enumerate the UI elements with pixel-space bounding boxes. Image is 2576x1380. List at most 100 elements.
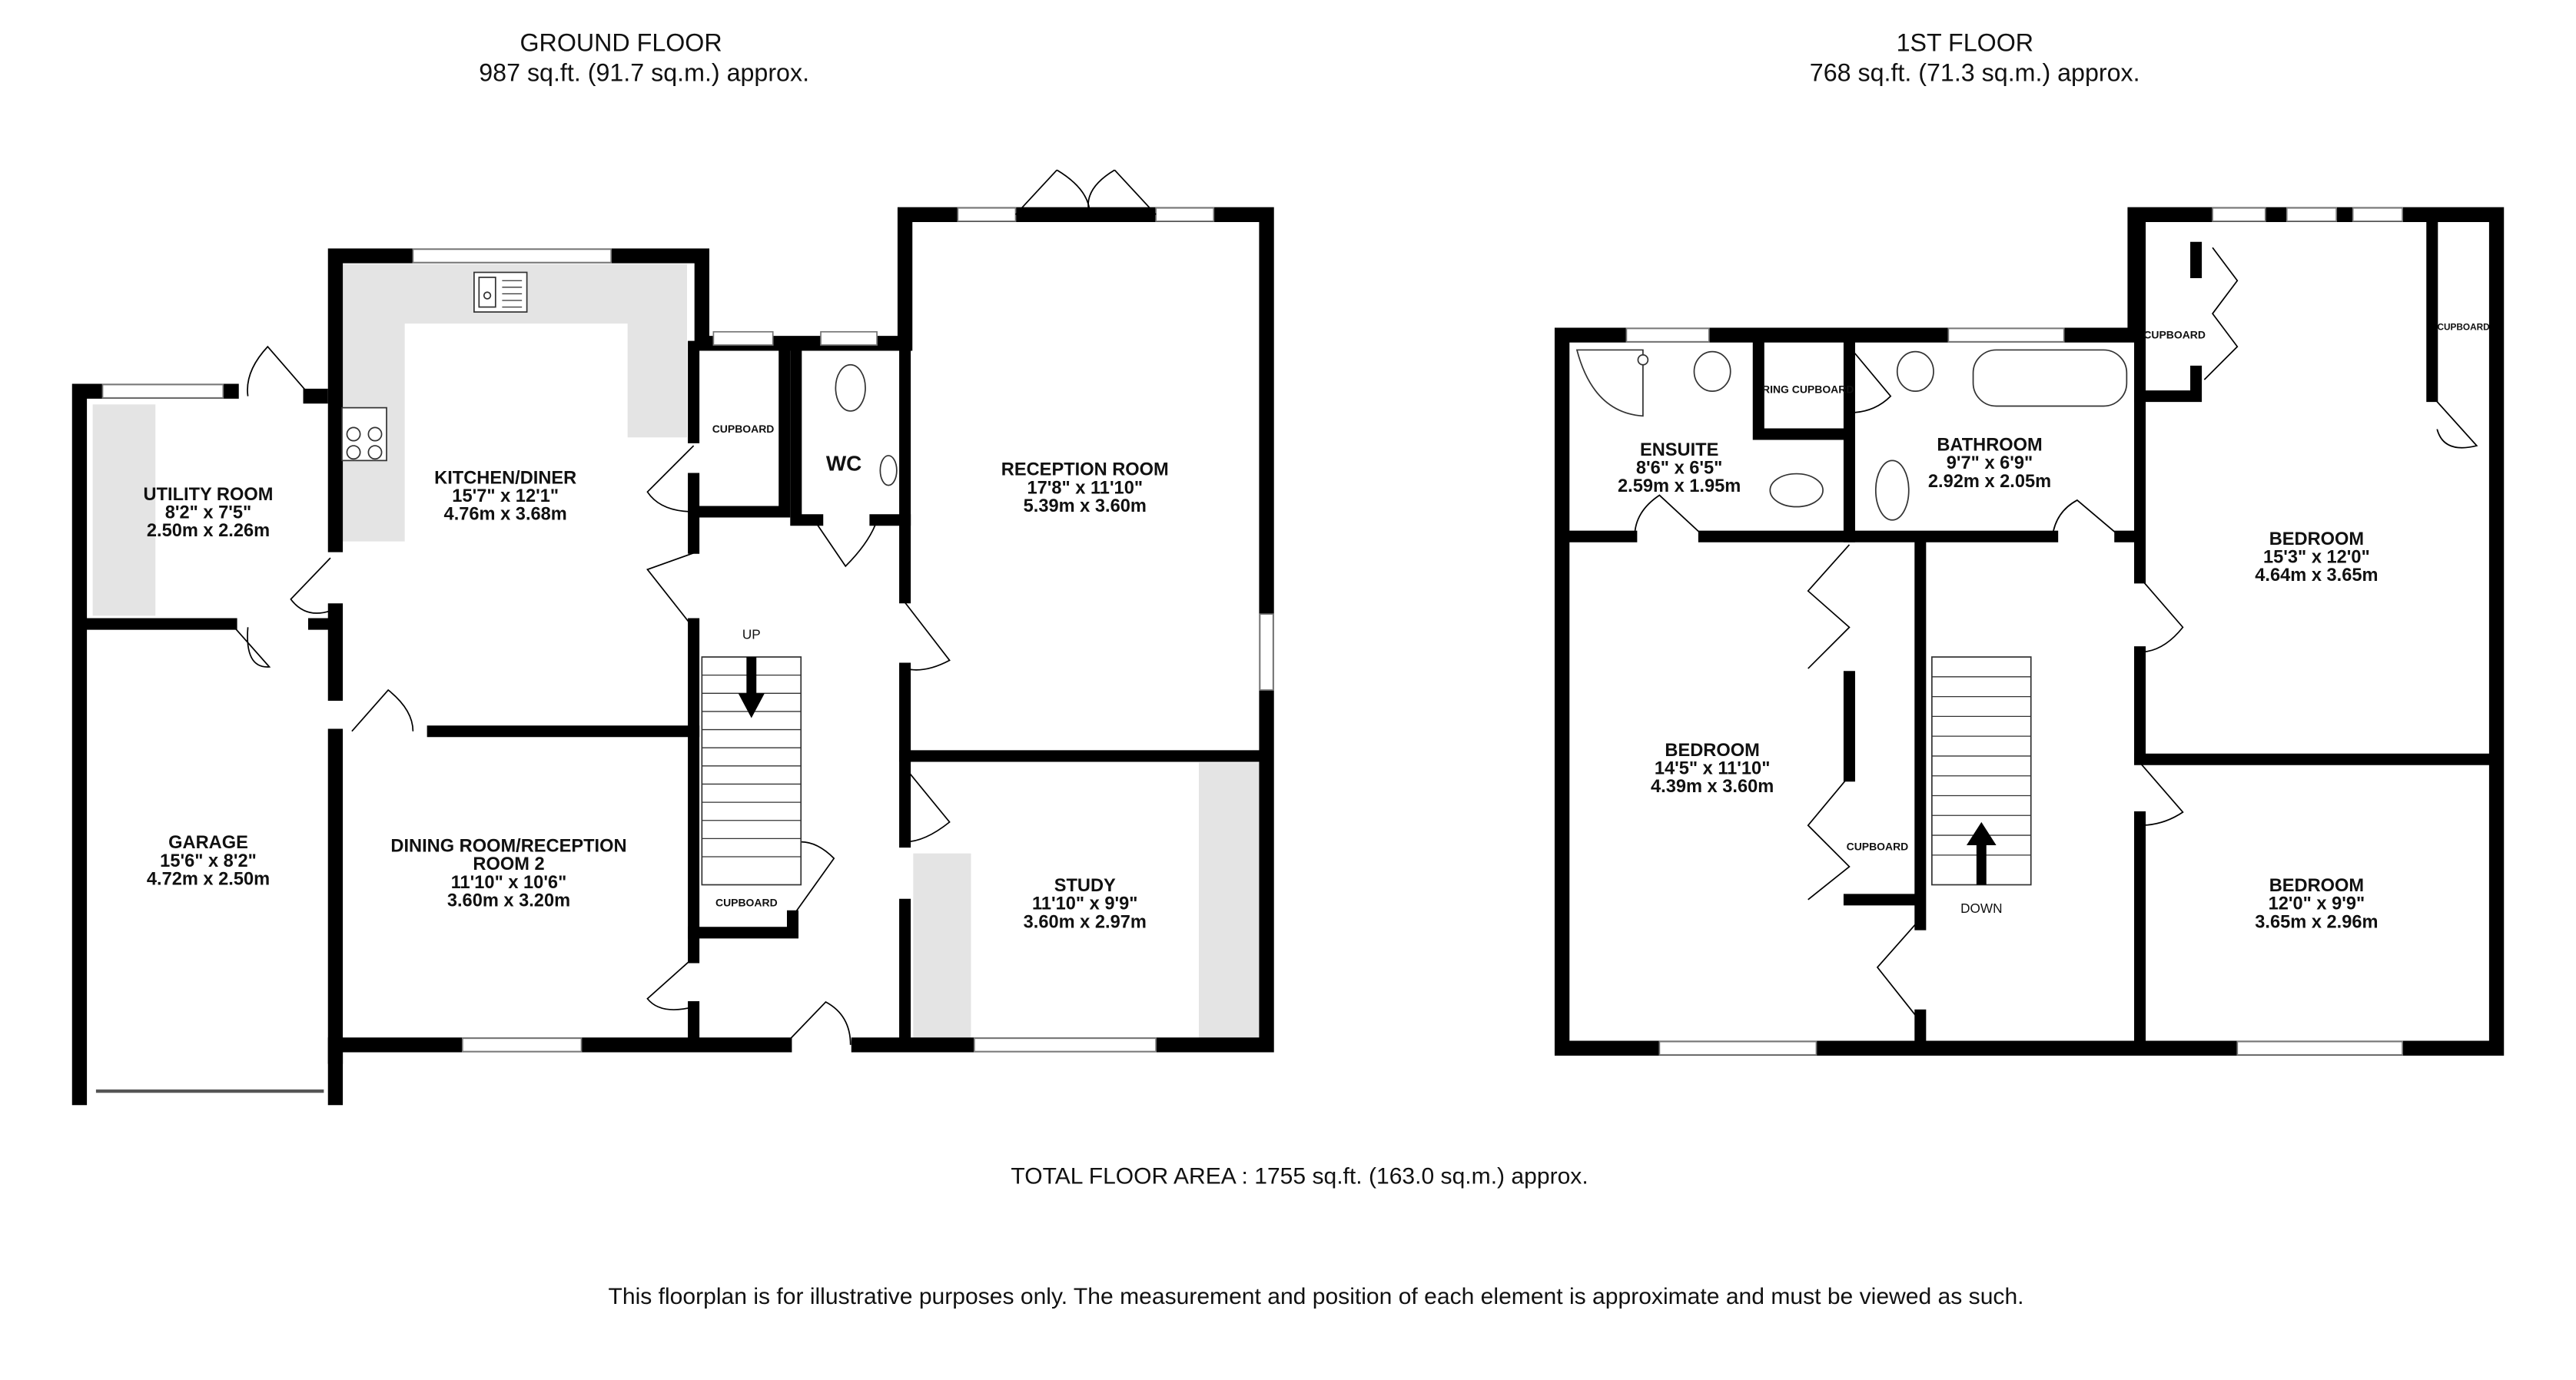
window	[973, 1037, 1157, 1053]
toilet-icon	[1769, 473, 1824, 508]
svg-text:3.65m x 2.96m: 3.65m x 2.96m	[2255, 912, 2378, 932]
airing-cupboard-label: RING CUPBOARD	[1762, 383, 1854, 395]
ground-floor-plan: CUPBOARD CUPBOARD WC UP KITCHEN/DINER 15…	[71, 169, 1274, 1106]
svg-text:3.60m x 3.20m: 3.60m x 3.20m	[447, 891, 570, 911]
room-dining: DINING ROOM/RECEPTION ROOM 2 11'10" x 10…	[390, 837, 626, 911]
basin-icon	[879, 455, 898, 486]
svg-text:12'0" x 9'9": 12'0" x 9'9"	[2269, 894, 2365, 914]
svg-text:5.39m x 3.60m: 5.39m x 3.60m	[1024, 496, 1147, 516]
svg-text:15'6" x 8'2": 15'6" x 8'2"	[160, 851, 257, 871]
staircase	[701, 656, 802, 886]
study-shelf	[913, 853, 971, 1039]
staircase	[1930, 656, 2032, 886]
svg-text:2.50m x 2.26m: 2.50m x 2.26m	[147, 521, 270, 541]
window	[2236, 1040, 2403, 1056]
kitchen-worktop	[342, 264, 688, 542]
svg-text:BEDROOM: BEDROOM	[1665, 741, 1759, 761]
toilet-icon	[835, 363, 866, 412]
room-ensuite: ENSUITE 8'6" x 6'5" 2.59m x 1.95m	[1618, 440, 1741, 496]
window	[2212, 207, 2266, 222]
svg-text:BEDROOM: BEDROOM	[2269, 529, 2364, 549]
room-bedroom-2: BEDROOM 14'5" x 11'10" 4.39m x 3.60m	[1651, 741, 1774, 797]
total-floor-area: TOTAL FLOOR AREA : 1755 sq.ft. (163.0 sq…	[1011, 1163, 1588, 1189]
toilet-icon	[1874, 459, 1910, 521]
ground-floor-title: GROUND FLOOR	[520, 29, 722, 57]
cupboard-label: CUPBOARD	[1847, 840, 1909, 852]
bath-icon	[1972, 349, 2128, 407]
svg-text:11'10" x 10'6": 11'10" x 10'6"	[451, 873, 567, 893]
room-utility: UTILITY ROOM 8'2" x 7'5" 2.50m x 2.26m	[144, 485, 274, 541]
window	[957, 207, 1017, 222]
utility-worktop	[92, 404, 156, 616]
svg-text:BATHROOM: BATHROOM	[1937, 435, 2042, 455]
window	[2286, 207, 2338, 222]
wall	[327, 1037, 792, 1106]
svg-text:9'7" x 6'9": 9'7" x 6'9"	[1947, 453, 2033, 473]
shower-icon	[1575, 349, 1649, 417]
window	[820, 330, 878, 346]
svg-text:BEDROOM: BEDROOM	[2269, 876, 2364, 896]
svg-text:GARAGE: GARAGE	[168, 833, 248, 853]
svg-text:17'8" x 11'10": 17'8" x 11'10"	[1027, 478, 1143, 498]
window	[1259, 613, 1274, 691]
svg-text:STUDY: STUDY	[1054, 876, 1116, 896]
cupboard-label: CUPBOARD	[2143, 328, 2206, 340]
room-bathroom: BATHROOM 9'7" x 6'9" 2.92m x 2.05m	[1928, 435, 2051, 491]
svg-text:2.59m x 1.95m: 2.59m x 1.95m	[1618, 476, 1741, 496]
arrow-up-icon	[1966, 821, 1997, 885]
svg-text:RECEPTION ROOM: RECEPTION ROOM	[1001, 460, 1169, 480]
stairs-label: DOWN	[1960, 901, 2002, 916]
room-study: STUDY 11'10" x 9'9" 3.60m x 2.97m	[1024, 876, 1147, 932]
hob-icon	[341, 406, 387, 462]
doors	[231, 169, 1157, 1046]
svg-text:11'10" x 9'9": 11'10" x 9'9"	[1032, 894, 1137, 914]
window	[1155, 207, 1215, 222]
room-bedroom-3: BEDROOM 12'0" x 9'9" 3.65m x 2.96m	[2255, 876, 2378, 932]
window	[461, 1037, 583, 1053]
svg-text:2.92m x 2.05m: 2.92m x 2.05m	[1928, 472, 2051, 492]
svg-text:ROOM 2: ROOM 2	[473, 854, 544, 874]
cupboard-label: CUPBOARD	[2438, 322, 2491, 333]
study-shelf	[1198, 762, 1260, 1039]
svg-text:DINING ROOM/RECEPTION: DINING ROOM/RECEPTION	[390, 837, 626, 857]
first-floor-area: 768 sq.ft. (71.3 sq.m.) approx.	[1810, 58, 2140, 86]
cupboard-label: CUPBOARD	[715, 896, 778, 908]
window	[1625, 327, 1710, 343]
wc-label: WC	[826, 451, 861, 475]
first-floor-title: 1ST FLOOR	[1897, 29, 2033, 57]
window	[2352, 207, 2403, 222]
wall	[2134, 365, 2203, 403]
stairs-label: UP	[742, 626, 761, 642]
window	[412, 248, 612, 264]
room-kitchen-diner: KITCHEN/DINER 15'7" x 12'1" 4.76m x 3.68…	[434, 468, 576, 524]
cupboard-label: CUPBOARD	[712, 423, 775, 435]
svg-text:4.76m x 3.68m: 4.76m x 3.68m	[444, 505, 567, 525]
ground-floor-area: 987 sq.ft. (91.7 sq.m.) approx.	[479, 58, 809, 86]
basin-icon	[1693, 350, 1731, 393]
svg-text:4.72m x 2.50m: 4.72m x 2.50m	[147, 870, 270, 890]
svg-text:15'3" x 12'0": 15'3" x 12'0"	[2263, 548, 2370, 568]
svg-text:3.60m x 2.97m: 3.60m x 2.97m	[1024, 912, 1147, 932]
first-floor-plan: RING CUPBOARD CUPBOARD CUPBOARD CUPBOARD…	[1554, 207, 2505, 1056]
svg-text:8'6" x 6'5": 8'6" x 6'5"	[1636, 459, 1722, 479]
arrow-down-icon	[738, 657, 765, 718]
window	[712, 330, 774, 346]
window	[101, 383, 224, 399]
wall	[688, 340, 791, 1051]
svg-text:ENSUITE: ENSUITE	[1640, 440, 1718, 460]
wall	[688, 910, 799, 939]
svg-text:15'7" x 12'1": 15'7" x 12'1"	[452, 486, 559, 506]
window	[1658, 1040, 1817, 1056]
svg-text:4.64m x 3.65m: 4.64m x 3.65m	[2255, 566, 2378, 586]
room-bedroom-1: BEDROOM 15'3" x 12'0" 4.64m x 3.65m	[2255, 529, 2378, 586]
room-reception: RECEPTION ROOM 17'8" x 11'10" 5.39m x 3.…	[1001, 460, 1169, 516]
svg-text:KITCHEN/DINER: KITCHEN/DINER	[434, 468, 576, 488]
svg-text:4.39m x 3.60m: 4.39m x 3.60m	[1651, 777, 1774, 797]
doors	[1634, 247, 2478, 1016]
window	[1947, 327, 2065, 343]
basin-icon	[1896, 350, 1934, 393]
sink-icon	[473, 271, 528, 313]
svg-text:UTILITY ROOM: UTILITY ROOM	[144, 485, 274, 505]
disclaimer: This floorplan is for illustrative purpo…	[609, 1284, 2024, 1309]
